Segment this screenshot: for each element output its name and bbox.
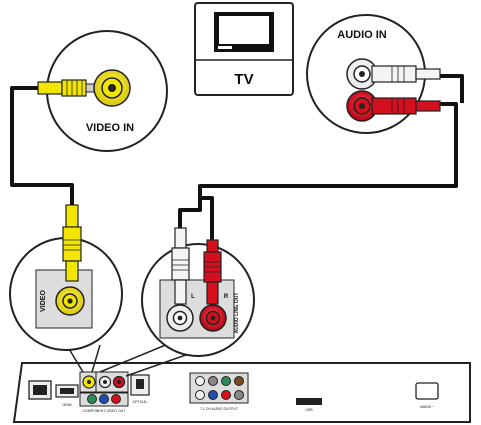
hdmi-port-icon [55,384,79,398]
tv-icon [194,2,294,96]
power-socket-icon [28,380,52,400]
video-in-jack-icon [93,69,131,107]
panel-optical-label: OPTICAL [133,400,148,404]
tv-label: TV [234,71,253,88]
cable-lines [10,74,464,240]
panel-hdmi-label: HDMI [63,403,72,407]
video-jack-icon [55,286,85,316]
video-in-label: VIDEO IN [86,122,134,134]
audio-in-white-plug-icon [371,65,441,83]
panel-usb-label: USB [305,408,313,412]
audio-in-label: AUDIO IN [337,29,387,41]
panel-optical-port [130,374,150,396]
audio-jack-l-label: L [191,294,195,300]
video-plug-icon [62,204,82,282]
panel-video-jack [79,371,99,393]
audio-red-jack-icon [199,304,227,332]
usb-port-icon [296,398,322,405]
mains-socket-icon [415,382,439,400]
panel-7-1-audio-jacks [189,372,249,404]
panel-mains-label: MAINS ~ [420,405,434,409]
audio-jack-label: AUDIO LINE OUT [234,293,240,334]
audio-in-white-jack-icon [346,58,378,90]
panel-71-label: 7.1 CH AUDIO OUTPUT [200,407,239,411]
audio-white-plug-icon [171,227,190,305]
audio-jack-r-label: R [224,294,229,300]
video-jack-label: VIDEO [40,290,47,312]
audio-in-red-jack-icon [346,90,378,122]
audio-in-red-plug-icon [371,97,441,115]
panel-component-jacks [79,392,129,407]
panel-component-label: COMPONENT VIDEO OUT [83,409,127,413]
video-in-plug-icon [37,79,95,97]
panel-audio-jacks [95,371,129,393]
audio-white-jack-icon [166,304,194,332]
audio-red-plug-icon [203,239,222,305]
